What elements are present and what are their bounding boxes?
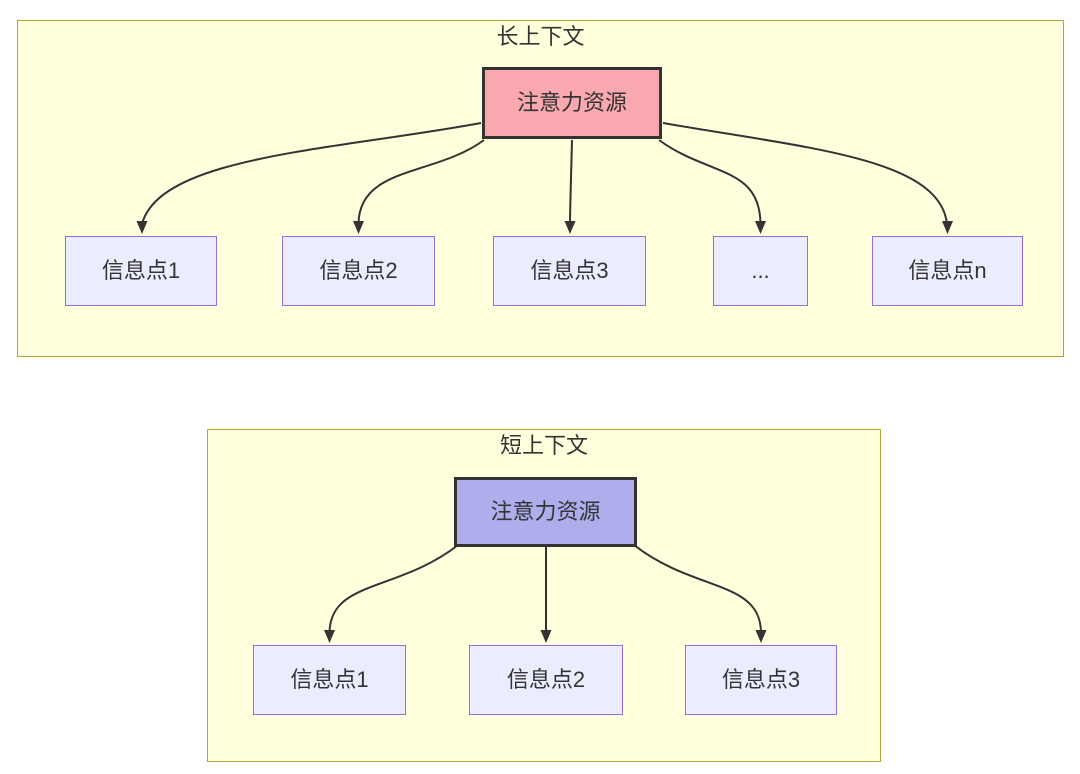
node-label: 信息点1: [290, 667, 369, 692]
node-short-attention-resource: 注意力资源: [454, 477, 637, 547]
arrowhead-short-info3: [755, 630, 767, 643]
arrowhead-short-info2: [540, 630, 552, 643]
arrowhead-long-infon: [942, 221, 953, 234]
node-label: 信息点2: [319, 258, 398, 283]
node-label: 信息点1: [101, 258, 181, 283]
arrowhead-long-info1: [136, 221, 148, 234]
arrowhead-long-dots: [755, 221, 766, 234]
node-short-info-2: 信息点2: [469, 645, 623, 715]
node-label: 信息点n: [908, 258, 987, 283]
arrowhead-long-info3: [564, 221, 576, 234]
node-long-info-n: 信息点n: [872, 236, 1023, 306]
node-long-info-3: 信息点3: [493, 236, 646, 306]
node-long-info-ellipsis: ...: [713, 236, 808, 306]
subgraph-long-context-title: 长上下文: [496, 24, 585, 49]
node-short-info-1: 信息点1: [253, 645, 406, 715]
node-label: 信息点2: [506, 667, 586, 692]
node-long-info-2: 信息点2: [282, 236, 435, 306]
edge-short-to-info3: [633, 544, 762, 634]
arrowhead-short-info1: [324, 630, 335, 643]
edge-long-to-info2: [357, 139, 485, 225]
edge-long-to-dots: [658, 139, 762, 225]
node-short-info-3: 信息点3: [685, 645, 837, 715]
edge-long-to-infon: [662, 122, 948, 225]
edge-long-to-info3: [569, 139, 573, 225]
node-label: 注意力资源: [516, 90, 627, 115]
subgraph-short-context-title: 短上下文: [499, 433, 588, 458]
node-label: ...: [751, 258, 770, 283]
arrowhead-long-info2: [353, 221, 364, 234]
node-label: 信息点3: [530, 258, 609, 283]
node-label: 注意力资源: [490, 499, 601, 524]
node-long-attention-resource: 注意力资源: [482, 67, 662, 139]
node-long-info-1: 信息点1: [65, 236, 217, 306]
node-label: 信息点3: [721, 667, 801, 692]
edge-short-to-info1: [328, 544, 459, 634]
edge-long-to-info1: [141, 122, 482, 225]
